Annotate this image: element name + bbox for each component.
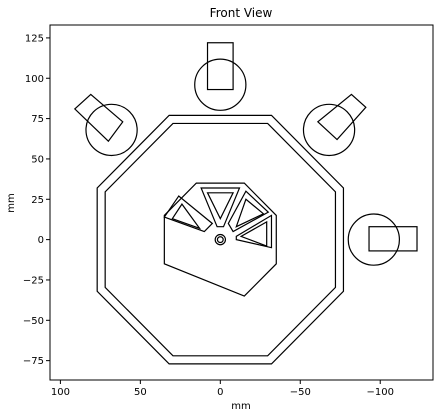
shape-pocket-left-inner	[171, 203, 202, 230]
plot-frame	[49, 24, 434, 381]
shape-pocket-top	[200, 187, 241, 228]
shape-upper-left-diamond	[73, 93, 124, 143]
shape-pocket-bottom-right-inner	[239, 220, 268, 247]
y-tick-label: −75	[23, 356, 44, 367]
y-tick-label: 25	[31, 195, 44, 206]
x-tick-label: −50	[290, 387, 311, 398]
plot-shapes	[73, 42, 418, 365]
shape-center-hole-inner	[216, 236, 224, 244]
shape-right-circle	[347, 213, 401, 266]
shape-outer-octagon	[96, 114, 345, 365]
shape-upper-left-circle	[85, 103, 138, 157]
shape-pocket-right	[227, 190, 270, 233]
shape-top-rect	[206, 42, 234, 91]
y-tick-label: 100	[25, 74, 44, 85]
shape-top-circle	[194, 58, 247, 111]
y-tick-label: 125	[25, 33, 44, 44]
y-tick-label: 0	[38, 235, 44, 246]
chart-title: Front View	[210, 6, 273, 20]
x-axis-ticks: 100 50 0 −50 −100	[51, 380, 394, 398]
y-tick-label: 75	[31, 114, 44, 125]
y-tick-label: 50	[31, 154, 44, 165]
shape-pocket-top-inner	[206, 192, 235, 220]
y-tick-label: −25	[23, 275, 44, 286]
y-tick-label: −50	[23, 316, 44, 327]
shape-pocket-bottom-right	[235, 214, 273, 249]
shape-upper-right-circle	[302, 103, 356, 157]
shape-pocket-left	[163, 195, 214, 233]
x-tick-label: 50	[134, 387, 147, 398]
shape-upper-right-diamond	[316, 93, 367, 141]
shape-right-rect	[368, 226, 418, 252]
x-tick-label: −100	[366, 387, 393, 398]
shape-pocket-right-inner	[235, 198, 265, 228]
x-axis-label: mm	[231, 401, 250, 412]
x-tick-label: 100	[51, 387, 70, 398]
x-tick-label: 0	[217, 387, 223, 398]
shape-center-hole-outer	[214, 233, 227, 246]
shape-center-body	[163, 182, 277, 297]
y-axis-ticks: 125 100 75 50 25 0 −25 −50 −75	[23, 33, 50, 367]
shape-inner-octagon	[104, 122, 337, 357]
y-axis-label: mm	[6, 193, 17, 212]
